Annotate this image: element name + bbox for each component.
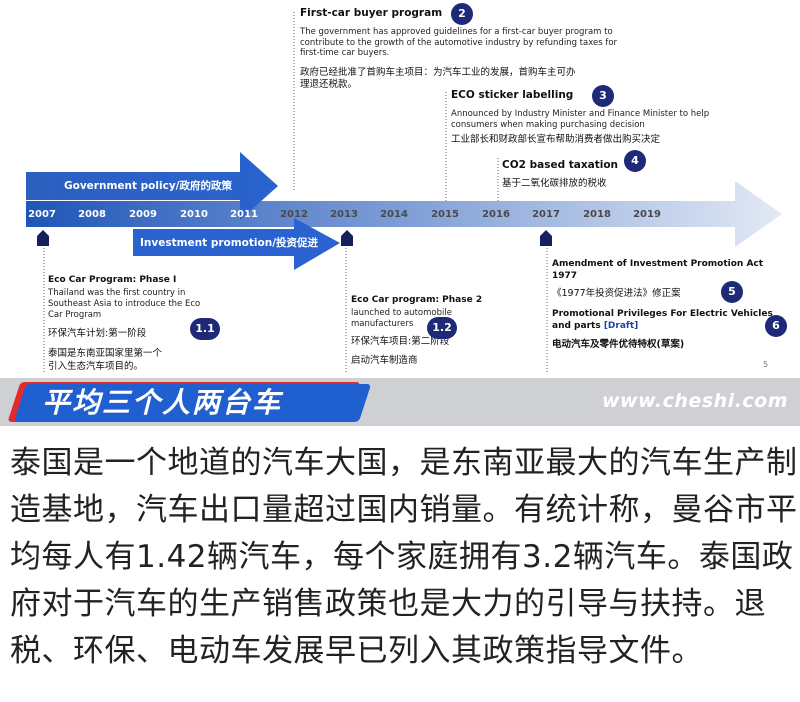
government-policy-label: Government policy/政府的政策 [64,180,232,192]
eco-sticker-title: ECO sticker labelling [451,89,574,101]
co2-body-cn: 基于二氧化碳排放的税收 [502,178,607,189]
ev-draft: [Draft] [603,321,639,331]
eco-sticker-body-en-1: Announced by Industry Minister and Finan… [451,109,710,119]
investment-promotion-arrow [133,218,340,270]
investment-promotion-label: Investment promotion/投资促进 [140,237,319,249]
year-label: 2012 [280,209,308,220]
badge-6: 6 [765,315,787,337]
eco-phase1-en-1: Thailand was the first country in [48,288,186,298]
year-label: 2009 [129,209,157,220]
ev-title-line-2: and parts [Draft] [552,321,638,331]
badge-4: 4 [624,150,646,172]
badge-3: 3 [592,85,614,107]
badge-5: 5 [721,281,743,303]
amendment-title-2: 1977 [552,271,578,281]
co2-title: CO2 based taxation [502,159,619,171]
pin-2013 [341,230,353,246]
eco-phase1-cn-1: 泰国是东南亚国家里第一个 [48,348,163,359]
first-car-body-cn-2: 理退还税款。 [300,79,358,90]
eco-phase2-cn-title: 环保汽车项目:第二阶段 [351,336,450,347]
page-number: 5 [763,360,769,369]
badge-1-1: 1.1 [190,318,220,340]
year-label: 2016 [482,209,510,220]
first-car-body-en: The government has approved guidelines f… [300,27,618,58]
banner-title: 平均三个人两台车 [42,386,283,419]
timeline-arrow [26,181,782,247]
ev-title-1: Promotional Privileges For Electric Vehi… [552,309,773,319]
eco-phase1-title: Eco Car Program: Phase I [48,275,177,285]
eco-phase1-en-3: Car Program [48,310,102,320]
year-label: 2013 [330,209,358,220]
year-label: 2019 [633,209,661,220]
eco-phase1-cn-title: 环保汽车计划:第一阶段 [48,328,147,339]
year-label: 2010 [180,209,208,220]
government-policy-arrow [26,152,278,220]
eco-sticker-body-cn: 工业部长和财政部长宣布帮助消费者做出购买决定 [451,134,661,145]
article-paragraph: 泰国是一个地道的汽车大国，是东南亚最大的汽车生产制造基地，汽车出口量超过国内销量… [10,445,798,669]
badge-2: 2 [451,3,473,25]
amendment-title-1: Amendment of Investment Promotion Act [552,259,764,269]
eco-phase2-cn-1: 启动汽车制造商 [351,355,418,366]
first-car-body-cn-1: 政府已经批准了首购车主项目：为汽车工业的发展，首购车主可办 [300,67,576,78]
timeline-graphics [26,12,782,372]
year-label: 2014 [380,209,408,220]
amendment-cn: 《1977年投资促进法》修正案 [552,288,681,299]
ev-cn: 电动汽车及零件优待特权(草案) [552,339,685,350]
ev-title-2: and parts [552,321,601,331]
pin-2017 [540,230,552,246]
eco-phase1-en-2: Southeast Asia to introduce the Eco [48,299,201,309]
year-label: 2008 [78,209,106,220]
eco-phase2-title: Eco Car program: Phase 2 [351,295,483,305]
eco-phase1-cn-2: 引入生态汽车项目的。 [48,361,144,372]
eco-phase2-en-2: manufacturers [351,319,414,329]
watermark: www.cheshi.com [601,390,788,412]
eco-sticker-body-en-2: consumers when making purchasing decisio… [451,120,645,130]
first-car-title: First-car buyer program [300,7,443,19]
timeline-slide: Government policy/政府的政策 Investment promo… [26,3,787,372]
eco-phase2-en-1: launched to automobile [351,308,452,318]
year-label: 2015 [431,209,459,220]
year-label: 2018 [583,209,611,220]
year-label: 2011 [230,209,258,220]
year-label: 2007 [28,209,56,220]
year-label: 2017 [532,209,560,220]
pin-2007 [37,230,49,246]
badge-1-2: 1.2 [427,317,457,339]
